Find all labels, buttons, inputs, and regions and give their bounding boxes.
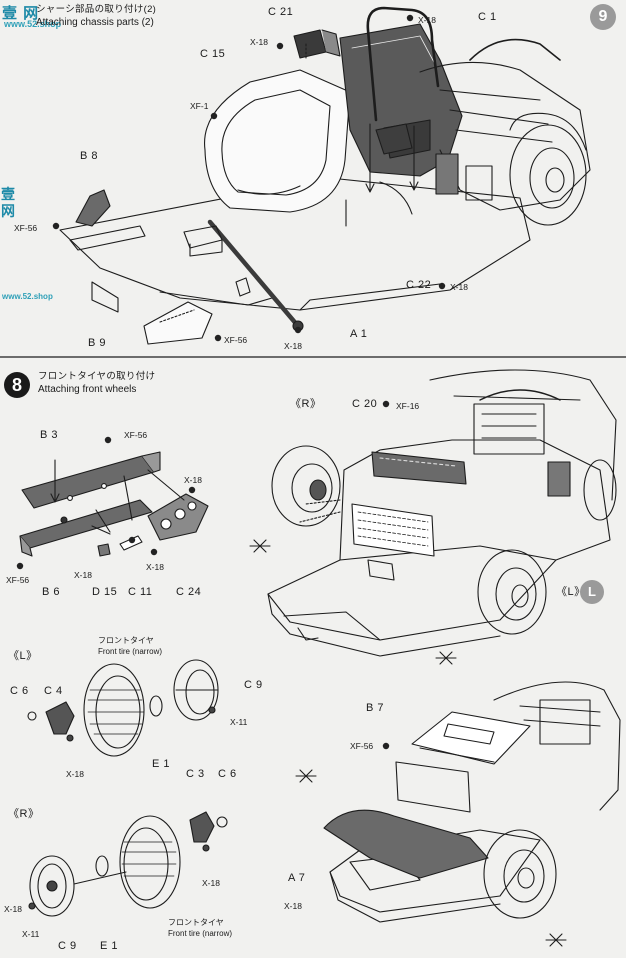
label-c6-a: C 6 (10, 685, 29, 697)
label-x18-i: X-18 (202, 878, 220, 888)
label-x18-b: X-18 (418, 15, 436, 25)
label-xf1: XF-1 (190, 101, 209, 111)
label-b9: B 9 (88, 337, 107, 349)
label-c22: C 22 (406, 279, 432, 291)
label-a7: A 7 (288, 872, 306, 884)
section2-title-jp: フロントタイヤの取り付け (38, 371, 156, 382)
watermark-side-url: www.52.shop (2, 292, 53, 301)
step-number: 8 (4, 372, 30, 398)
front-tire-en-1: Front tire (narrow) (98, 647, 163, 656)
label-x18-c: X-18 (450, 282, 468, 292)
front-parts-drawing (19, 451, 209, 557)
watermark-url: www.52.shop (4, 19, 62, 29)
label-b6: B 6 (42, 586, 61, 598)
label-xf56-a: XF-56 (14, 223, 38, 233)
label-e1-a: E 1 (152, 758, 171, 770)
label-r-left: 《R》 (8, 808, 40, 820)
front-tire-jp-2: フロントタイヤ (168, 918, 224, 927)
right-wheel-drawing (28, 811, 228, 917)
watermark-side: 壹网 (1, 186, 15, 219)
label-x18-e: X-18 (184, 475, 202, 485)
label-c4: C 4 (44, 685, 63, 697)
front-tire-en-2: Front tire (narrow) (168, 929, 233, 938)
chassis-drawing-top (59, 6, 591, 345)
section1-title-jp: シャーシ部品の取り付け(2) (36, 4, 157, 15)
label-e1-b: E 1 (100, 940, 119, 952)
label-c9-a: C 9 (244, 679, 263, 691)
label-b8: B 8 (80, 150, 99, 162)
label-xf16: XF-16 (396, 401, 420, 411)
label-c11: C 11 (128, 586, 153, 598)
left-wheel-drawing (27, 659, 219, 757)
label-xf56-d: XF-56 (6, 575, 30, 585)
watermark-logo: 壹 网 (2, 5, 40, 22)
side-hint: L (580, 580, 604, 604)
chassis-drawing-front (249, 369, 617, 665)
label-x18-f: X-18 (74, 570, 92, 580)
label-xf56-b: XF-56 (224, 335, 248, 345)
label-c6-b: C 6 (218, 768, 237, 780)
label-x18-a: X-18 (250, 37, 268, 47)
section1-title-en: Attaching chassis parts (2) (36, 17, 154, 28)
label-x18-d: X-18 (284, 341, 302, 351)
label-c1: C 1 (478, 11, 497, 23)
label-c20: C 20 (352, 398, 378, 410)
label-r-top: 《R》 (290, 398, 322, 410)
label-a1: A 1 (350, 328, 368, 340)
label-c9-b: C 9 (58, 940, 77, 952)
label-c15: C 15 (200, 48, 226, 60)
label-x18-k: X-18 (284, 901, 302, 911)
label-xf56-e: XF-56 (350, 741, 374, 751)
label-x18-j: X-18 (4, 904, 22, 914)
label-c21: C 21 (268, 6, 294, 18)
label-xf56-c: XF-56 (124, 430, 148, 440)
section2-title-en: Attaching front wheels (38, 384, 137, 395)
chassis-drawing-rear (295, 681, 621, 947)
label-x11-a: X-11 (230, 717, 248, 727)
label-x18-g: X-18 (146, 562, 164, 572)
label-x11-b: X-11 (22, 929, 40, 939)
label-c3: C 3 (186, 768, 205, 780)
label-c24: C 24 (176, 586, 202, 598)
label-d15: D 15 (92, 586, 118, 598)
label-l-mid: 《L》 (556, 586, 586, 598)
label-b3: B 3 (40, 429, 59, 441)
label-x18-h: X-18 (66, 769, 84, 779)
label-b7: B 7 (366, 702, 385, 714)
next-step-hint: 9 (590, 4, 616, 30)
front-tire-jp-1: フロントタイヤ (98, 636, 154, 645)
label-l-left: 《L》 (8, 650, 38, 662)
